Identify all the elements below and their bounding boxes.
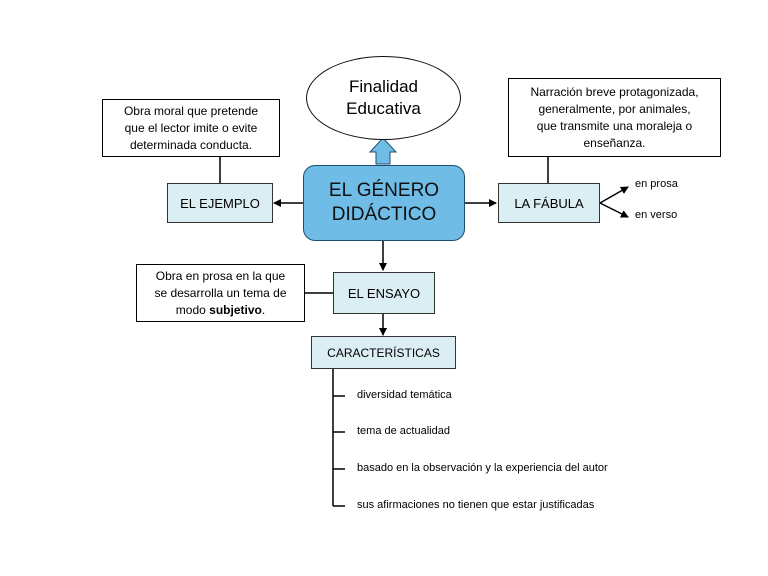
arrow-en-prosa — [599, 186, 629, 204]
ejemplo-note: Obra moral que pretende que el lector im… — [102, 99, 280, 157]
ensayo-note-line1: Obra en prosa en la que — [155, 268, 286, 283]
caracteristicas-box: CARACTERÍSTICAS — [311, 336, 456, 369]
ejemplo-note-line3: determinada conducta. — [129, 137, 253, 152]
fabula-note-line4: enseñanza. — [583, 135, 646, 150]
fabula-box: LA FÁBULA — [498, 183, 600, 223]
caracteristica-item-1: diversidad temática — [357, 389, 452, 401]
up-arrow-icon — [368, 137, 398, 165]
fabula-note-line1: Narración breve protagonizada, — [530, 84, 699, 99]
finalidad-line2: Educativa — [346, 99, 421, 118]
caracteristicas-label: CARACTERÍSTICAS — [327, 345, 440, 360]
caracteristica-item-2: tema de actualidad — [357, 425, 450, 437]
branch-en-verso: en verso — [635, 209, 678, 221]
ensayo-note-line2: se desarrolla un tema de — [154, 285, 287, 300]
ejemplo-note-line2: que el lector imite o evite — [124, 120, 258, 135]
center-line2: DIDÁCTICO — [331, 204, 437, 225]
ensayo-box: EL ENSAYO — [333, 272, 435, 314]
branch-en-prosa: en prosa — [635, 178, 678, 190]
finalidad-line1: Finalidad — [349, 77, 418, 96]
fabula-note: Narración breve protagonizada, generalme… — [508, 78, 721, 157]
fabula-note-line2: generalmente, por animales, — [538, 101, 691, 116]
ensayo-note-line3-pre: modo — [175, 302, 210, 317]
ejemplo-note-line1: Obra moral que pretende — [123, 103, 259, 118]
center-line1: EL GÉNERO — [328, 180, 440, 201]
ensayo-label: EL ENSAYO — [347, 285, 421, 301]
caracteristica-item-3: basado en la observación y la experienci… — [357, 462, 608, 474]
ensayo-note-bold: subjetivo — [209, 302, 262, 317]
center-node: EL GÉNERO DIDÁCTICO — [303, 165, 465, 241]
ensayo-note-line3-post: . — [261, 302, 266, 317]
caracteristica-item-4: sus afirmaciones no tienen que estar jus… — [357, 499, 595, 511]
arrow-en-verso — [599, 202, 629, 218]
ejemplo-label: EL EJEMPLO — [180, 195, 260, 211]
fabula-note-line3: que transmite una moraleja o — [536, 118, 693, 133]
ejemplo-box: EL EJEMPLO — [167, 183, 273, 223]
ensayo-note: Obra en prosa en la que se desarrolla un… — [136, 264, 305, 322]
fabula-label: LA FÁBULA — [514, 195, 584, 211]
finalidad-ellipse: Finalidad Educativa — [306, 56, 461, 140]
ensayo-note-line3: modo subjetivo. — [176, 302, 265, 319]
